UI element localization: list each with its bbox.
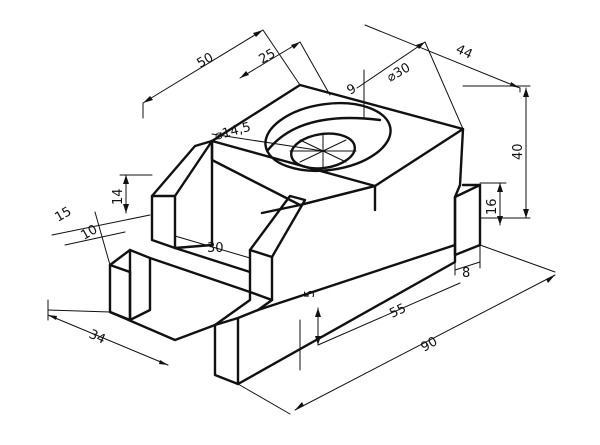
- left-rib: [150, 139, 214, 250]
- dim-5: 5: [303, 290, 318, 298]
- dim-10: 10: [79, 222, 101, 243]
- dim-25: 25: [257, 46, 279, 67]
- block-top-face: [210, 83, 465, 188]
- dim-8: 8: [462, 266, 470, 281]
- dim-30: 30: [207, 241, 224, 256]
- dim-34: 34: [86, 327, 107, 348]
- arrowheads: [48, 30, 555, 410]
- dim-90: 90: [419, 334, 441, 355]
- dim-16: 16: [485, 198, 500, 215]
- dim-40: 40: [511, 143, 526, 160]
- dimension-lines: [47, 24, 556, 415]
- base-front-face: [236, 243, 457, 386]
- dim-50: 50: [195, 50, 217, 71]
- bore-hole: [264, 101, 392, 173]
- dim-14: 14: [111, 188, 126, 205]
- rear-foot: [453, 183, 482, 257]
- dim-44: 44: [453, 42, 474, 63]
- dim-15: 15: [53, 204, 75, 225]
- dim-9: 9: [345, 81, 360, 98]
- dim-30-diameter: ⌀30: [385, 60, 414, 85]
- front-tab: [213, 316, 240, 386]
- dimension-labels: 50 25 ⌀30 44 9 ⌀14,5 40 14 16 15 10 30 8…: [53, 42, 527, 355]
- dim-14-5-diameter: ⌀14,5: [213, 120, 252, 144]
- right-rib: [248, 194, 307, 302]
- dim-55: 55: [387, 301, 408, 322]
